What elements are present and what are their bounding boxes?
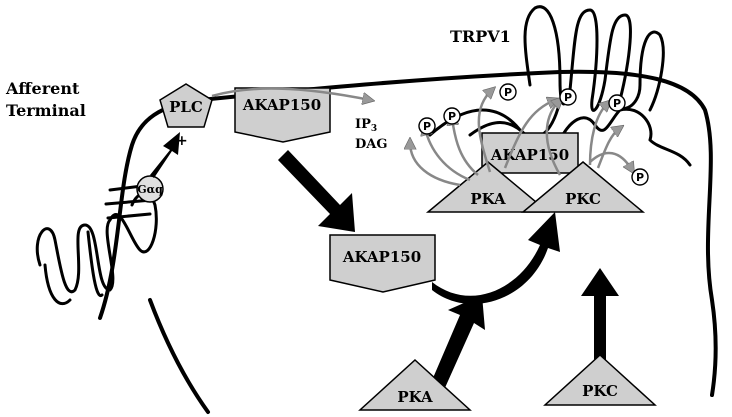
trpv1-label: TRPV1 [450, 27, 511, 46]
ip3-label: IP3 [355, 117, 377, 134]
phospho-arrow [596, 128, 620, 169]
pka-free [358, 358, 472, 411]
plc-label: PLC [169, 98, 203, 116]
arrow-pkc-to-channel [581, 268, 619, 360]
arrow-akap-to-channel [432, 212, 560, 305]
pkc-channel-label: PKC [565, 190, 601, 208]
gpcr-receptor-loop [43, 230, 104, 306]
akap150-cytosol-label: AKAP150 [342, 248, 421, 266]
svg-text:P: P [504, 86, 512, 99]
pkc-free [543, 353, 657, 406]
phospho-arrow [545, 100, 560, 176]
phosphate-group: P [418, 117, 436, 135]
phosphate-group: P [499, 83, 517, 101]
akap150-channel-label: AKAP150 [490, 146, 569, 164]
pka-channel-bound [425, 161, 551, 213]
pka-free-label: PKA [397, 388, 433, 406]
dag-label: DAG [355, 137, 387, 152]
gaq-label: Gαq [137, 183, 163, 196]
akap150-cytosol [329, 234, 436, 293]
cell-membrane-lower [148, 298, 210, 414]
phospho-arrow [452, 118, 479, 176]
phospho-arrow [410, 142, 461, 187]
phosphate-group: P [559, 88, 577, 106]
svg-text:P: P [613, 97, 621, 110]
phosphate-group: P [443, 107, 461, 125]
phosphate-group: P [608, 94, 626, 112]
arrow-akap-translocation [278, 150, 355, 232]
svg-text:P: P [423, 120, 431, 133]
phospho-arrow [589, 151, 632, 170]
phospho-arrow [477, 90, 492, 173]
arrow-plc-to-ip3 [211, 87, 370, 100]
akap150-channel-bound [481, 132, 579, 174]
phosphate-group: P [631, 168, 649, 186]
pka-channel-label: PKA [470, 190, 506, 208]
akap150-membrane [234, 87, 331, 143]
trpv1-channel [523, 5, 665, 112]
pkc-channel-bound [520, 161, 646, 213]
gaq-protein [136, 175, 164, 203]
cell-membrane [98, 69, 718, 397]
trpv1-transmembrane [428, 98, 692, 167]
svg-text:P: P [448, 110, 456, 123]
arrow-pka-to-channel [430, 295, 485, 390]
akap150-membrane-label: AKAP150 [242, 96, 321, 114]
membrane-gap [206, 398, 209, 404]
phospho-arrow [503, 100, 555, 169]
svg-text:P: P [564, 91, 572, 104]
plus-sign: + [176, 133, 188, 149]
plc-enzyme [159, 83, 213, 128]
pkc-free-label: PKC [582, 382, 618, 400]
membrane-gap [175, 306, 181, 309]
svg-text:P: P [636, 171, 644, 184]
phospho-arrow [425, 128, 471, 182]
afferent-terminal-label-1: Afferent [5, 79, 80, 98]
phospho-arrow [588, 103, 608, 166]
arrow-gaq-to-plc [150, 132, 180, 178]
afferent-terminal-label-2: Terminal [6, 101, 86, 120]
gpcr-receptor [35, 192, 158, 294]
